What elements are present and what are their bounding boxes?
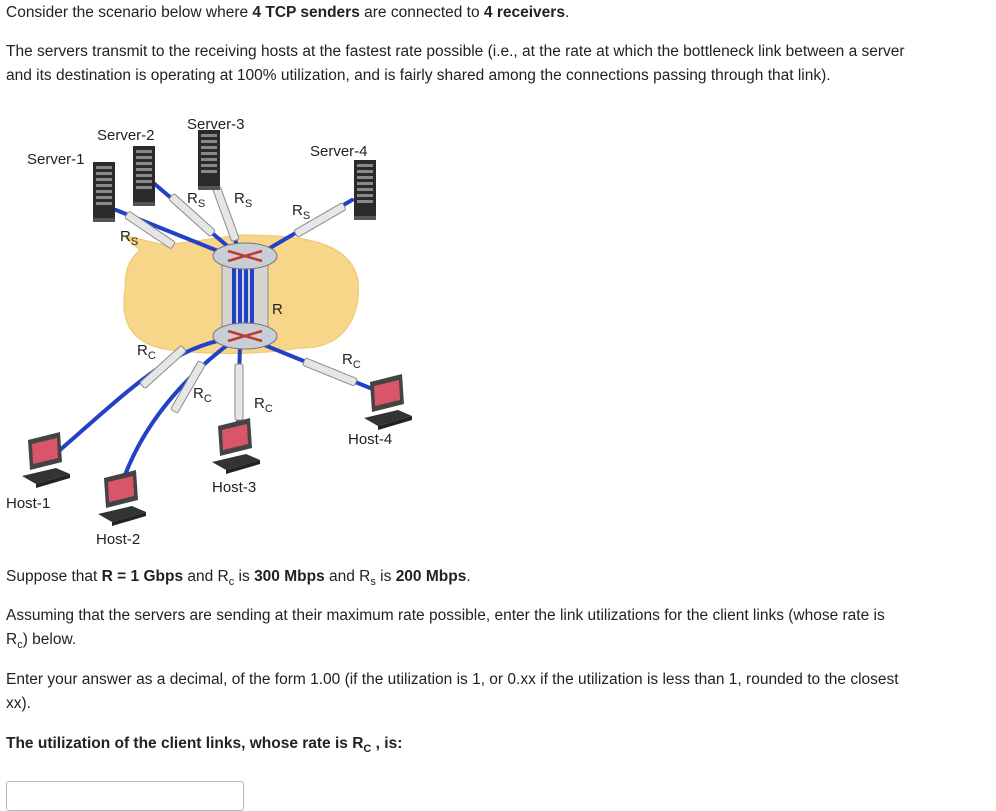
client-link-label-1: RC	[137, 342, 156, 362]
description-line-1: The servers transmit to the receiving ho…	[6, 43, 905, 60]
network-diagram: Server-1 Server-2 Server-3 Server-4 Host…	[6, 116, 412, 548]
given-values: Suppose that R = 1 Gbps and Rc is 300 Mb…	[6, 568, 471, 589]
host-3-icon	[212, 418, 260, 474]
assume-line-1: Assuming that the servers are sending at…	[6, 607, 885, 624]
client-link-label-3: RC	[254, 395, 273, 415]
server-2-label: Server-2	[97, 127, 155, 144]
assume-line-2: Rc) below.	[6, 631, 77, 652]
host-1-icon	[22, 432, 70, 488]
bottleneck-link-label: R	[272, 301, 283, 318]
server-4-label: Server-4	[310, 143, 368, 160]
question-text: The utilization of the client links, who…	[6, 735, 403, 756]
client-link-label-2: RC	[193, 385, 212, 405]
server-1-label: Server-1	[27, 151, 85, 168]
description-line-2: and its destination is operating at 100%…	[6, 67, 831, 84]
server-link-label-1: RS	[120, 228, 138, 248]
host-4-label: Host-4	[348, 431, 392, 448]
enter-line-2: xx).	[6, 695, 31, 712]
client-link-label-4: RC	[342, 351, 361, 371]
server-2-icon	[133, 146, 155, 206]
host-2-icon	[98, 470, 146, 526]
host-4-icon	[364, 374, 412, 430]
host-3-label: Host-3	[212, 479, 256, 496]
server-3-icon	[198, 130, 220, 190]
enter-line-1: Enter your answer as a decimal, of the f…	[6, 671, 899, 688]
server-1-icon	[93, 162, 115, 222]
server-link-label-2: RS	[187, 190, 205, 210]
server-4-icon	[354, 160, 376, 220]
server-link-label-4: RS	[292, 202, 310, 222]
server-3-label: Server-3	[187, 116, 245, 133]
host-2-label: Host-2	[96, 531, 140, 548]
intro-text: Consider the scenario below where 4 TCP …	[6, 4, 570, 21]
answer-input[interactable]	[6, 781, 244, 811]
server-link-label-3: RS	[234, 190, 252, 210]
host-1-label: Host-1	[6, 495, 50, 512]
